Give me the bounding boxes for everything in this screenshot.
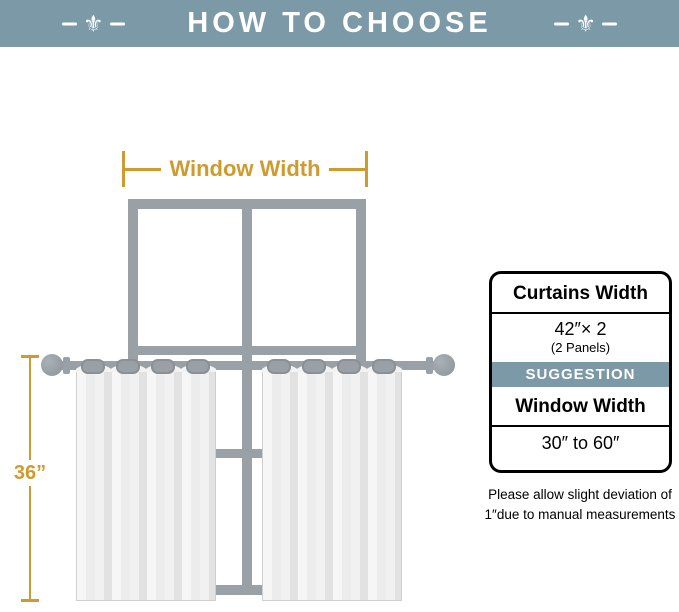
- ornament-line: [62, 22, 77, 25]
- grommet: [302, 359, 326, 374]
- measurement-note: Please allow slight deviation of 1″due t…: [477, 485, 679, 526]
- measure-tick: [21, 355, 39, 358]
- grommet: [81, 359, 105, 374]
- curtain-rod: [58, 361, 438, 370]
- measure-tick: [365, 151, 368, 187]
- curtain-fabric: [76, 372, 216, 601]
- measure-tick: [122, 151, 125, 187]
- fleur-de-lis-glyph: ⚜: [575, 10, 596, 36]
- curtain-panel-right: [262, 359, 402, 601]
- measure-tick: [21, 599, 39, 602]
- curtain-panel-left: [76, 359, 216, 601]
- ornament-line: [109, 22, 125, 25]
- grommet: [151, 359, 175, 374]
- fleur-de-lis-icon: ⚜: [554, 12, 617, 35]
- fleur-de-lis-glyph: ⚜: [83, 10, 104, 36]
- page-title: HOW TO CHOOSE: [187, 7, 492, 39]
- divider: [492, 425, 669, 427]
- rod-cap-left: [63, 357, 70, 374]
- curtains-width-value: 42″× 2: [554, 319, 607, 339]
- grommet: [116, 359, 140, 374]
- window-width-label: Window Width: [169, 156, 321, 181]
- window-width-value: 30″ to 60″: [541, 433, 620, 453]
- grommet: [372, 359, 396, 374]
- curtain-fabric: [262, 372, 402, 601]
- height-label: 36”: [5, 460, 55, 486]
- rod-cap-right: [426, 357, 433, 374]
- grommet: [186, 359, 210, 374]
- window-mullion-vertical: [242, 199, 252, 595]
- measure-line: [125, 167, 162, 171]
- window-width-measure: Window Width: [122, 151, 368, 187]
- size-info-box: Curtains Width 42″× 2 (2 Panels) SUGGEST…: [489, 271, 672, 473]
- fleur-de-lis-icon: ⚜: [62, 12, 125, 35]
- ornament-line: [554, 22, 570, 25]
- ornament-line: [602, 22, 617, 25]
- grommet: [337, 359, 361, 374]
- rod-finial-left: [41, 354, 63, 376]
- curtains-width-title: Curtains Width: [513, 283, 648, 304]
- header-banner: ⚜ HOW TO CHOOSE ⚜: [0, 0, 679, 47]
- note-line-2: 1″due to manual measurements: [484, 507, 676, 523]
- panels-note: (2 Panels): [550, 340, 611, 355]
- window-mullion-horizontal: [128, 346, 366, 355]
- grommet: [267, 359, 291, 374]
- window-mullion-horizontal: [128, 449, 366, 458]
- suggestion-badge: SUGGESTION: [492, 362, 669, 387]
- window-width-title: Window Width: [515, 396, 646, 417]
- note-line-1: Please allow slight deviation of: [488, 487, 672, 502]
- rod-finial-right: [433, 354, 455, 376]
- measure-line: [328, 167, 365, 171]
- divider: [492, 312, 669, 314]
